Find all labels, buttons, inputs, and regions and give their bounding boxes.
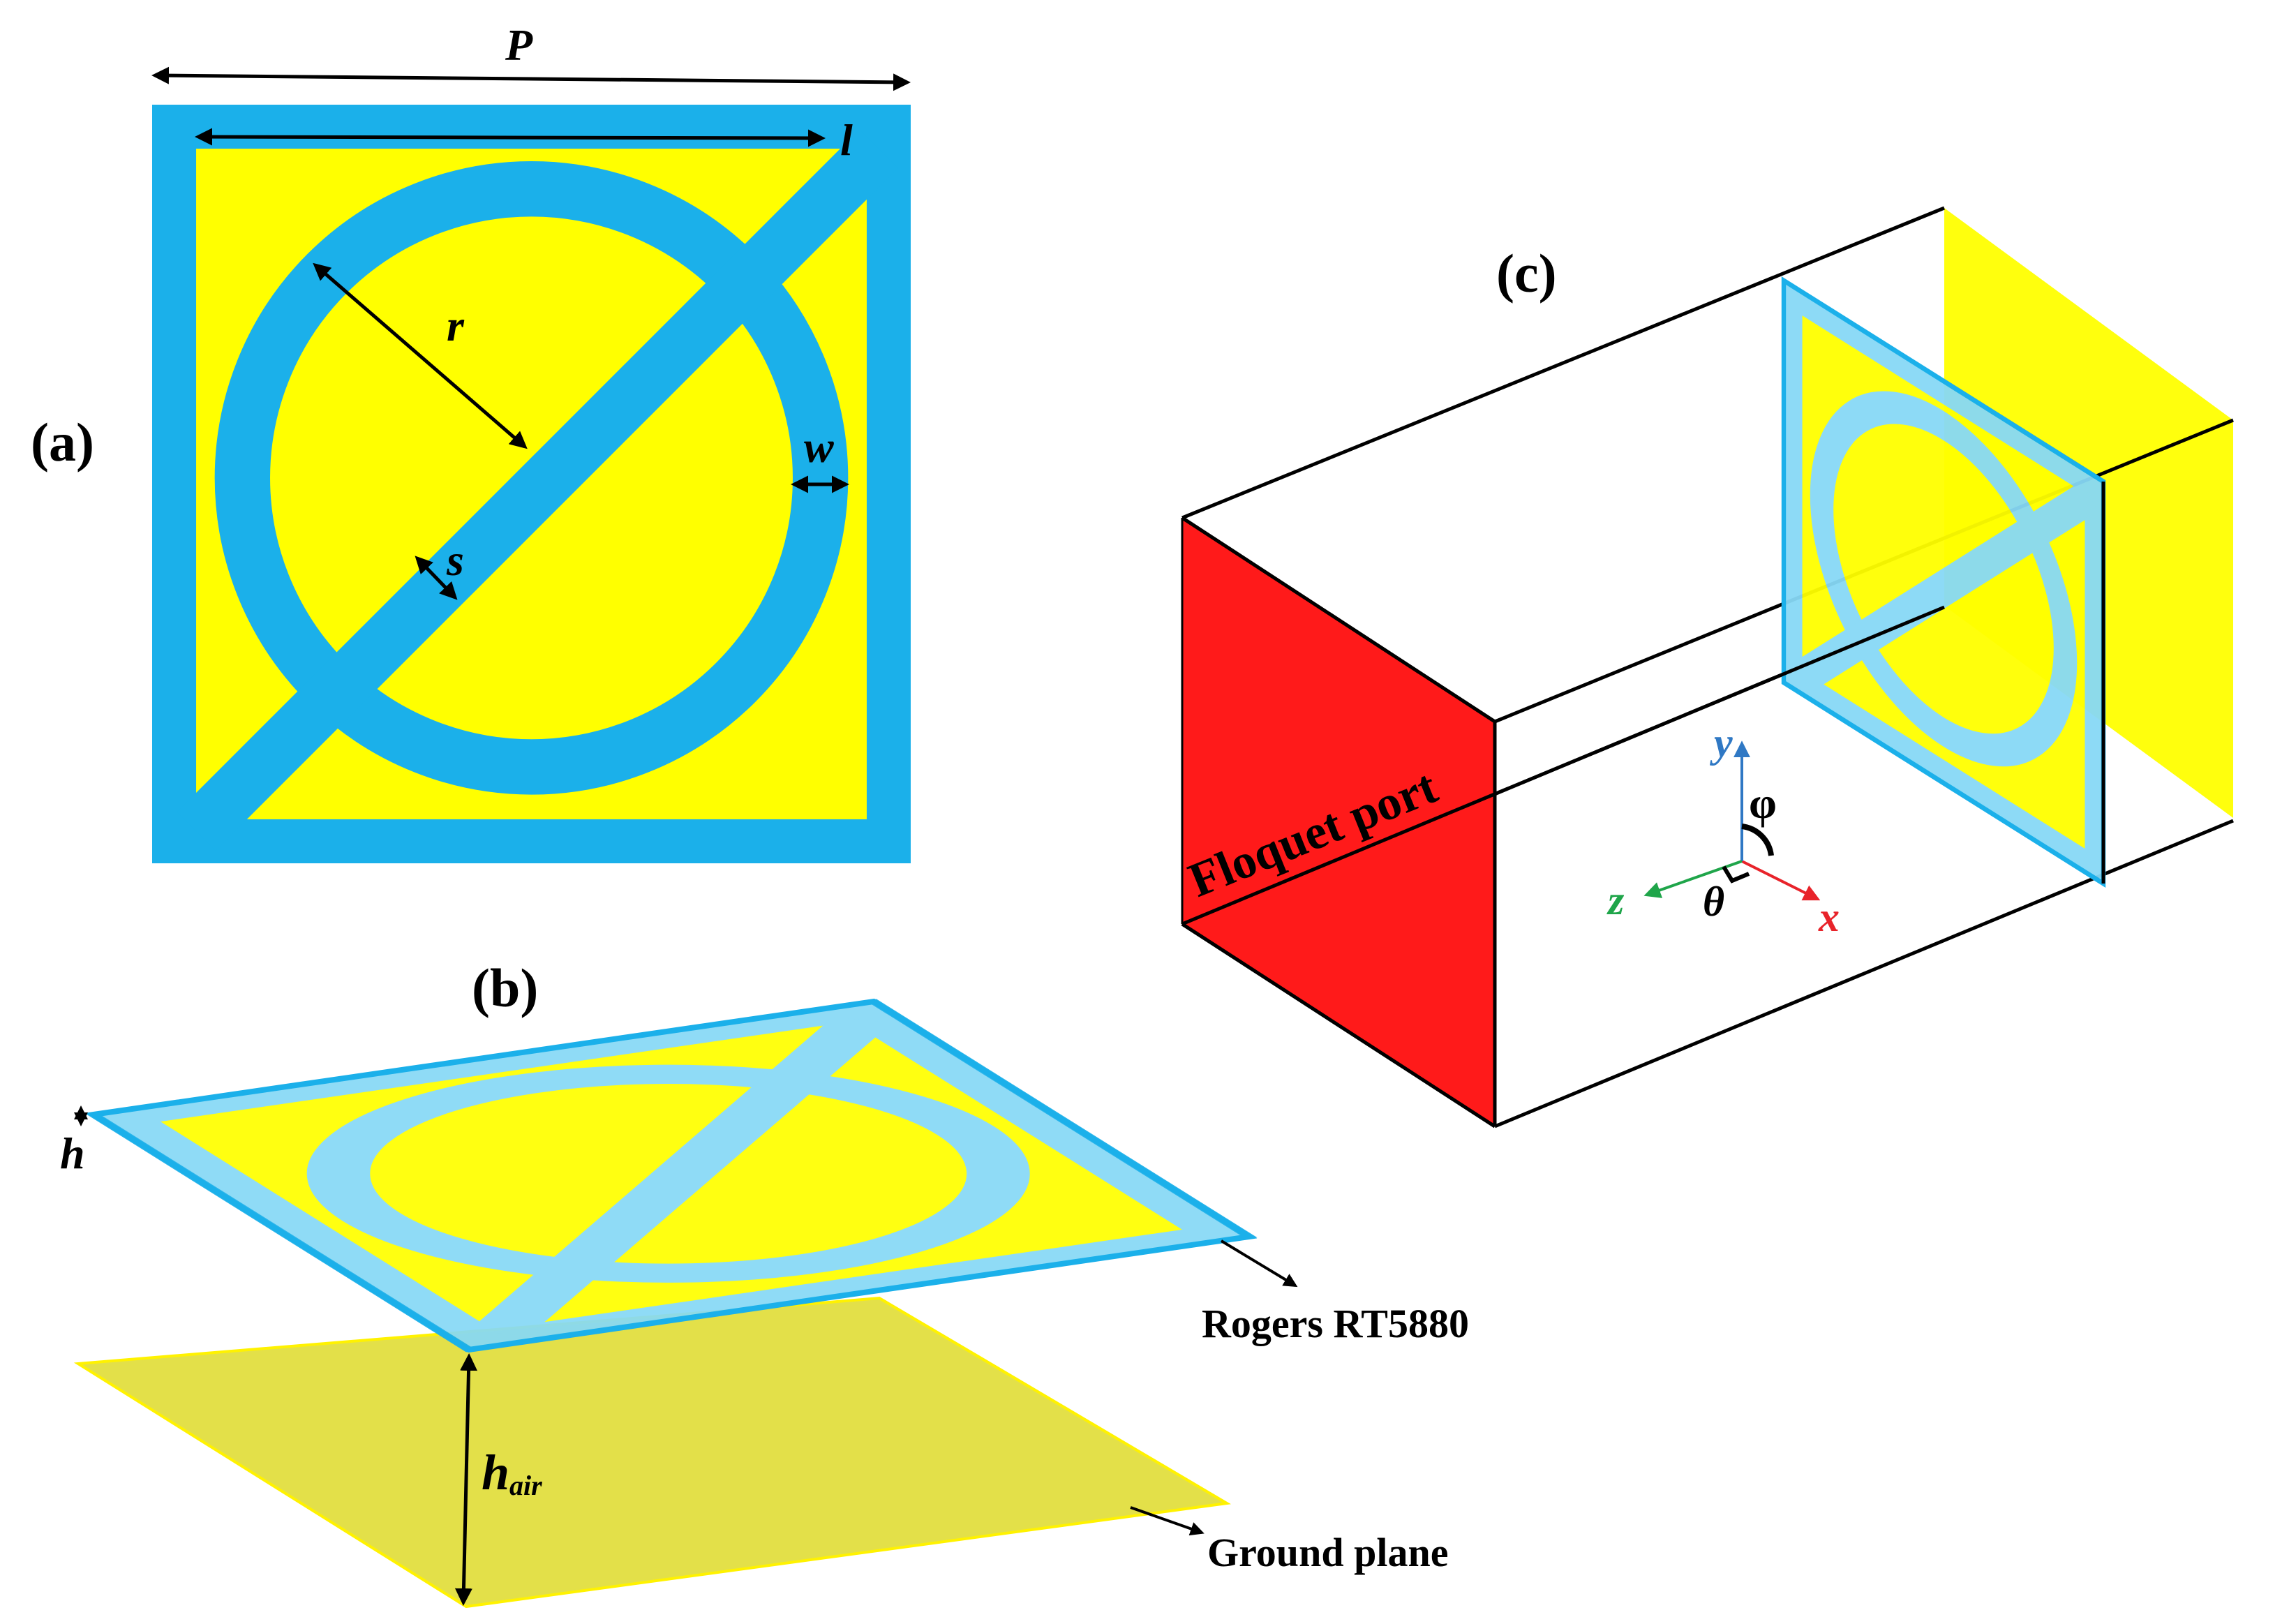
label-l: l: [840, 115, 853, 165]
axis-z-line: [1643, 860, 1743, 898]
substrate-edge: [85, 998, 1258, 1353]
panel-b-label: (b): [472, 958, 538, 1018]
panel-c-label: (c): [1496, 243, 1557, 304]
dimension-arrow-p: [151, 66, 911, 91]
panel-c: (c) Floquet port x: [1181, 206, 2234, 1128]
label-hair-sub: air: [509, 1470, 542, 1501]
dimension-arrow-s: [415, 556, 458, 600]
ground-annotation: Ground plane: [1207, 1530, 1448, 1575]
theta-label: θ: [1703, 879, 1724, 925]
floquet-port-bottom: [1181, 922, 1496, 1128]
ground-pointer: [1130, 1506, 1205, 1536]
dimension-arrow-hair: [454, 1353, 478, 1606]
axis-x-label: x: [1818, 894, 1840, 940]
panel-b: (b) h hair Rogers RT5880 Ground plane: [60, 958, 1469, 1609]
substrate-pointer: [1220, 1239, 1298, 1288]
label-s: s: [446, 535, 464, 585]
dimension-arrow-r: [313, 262, 528, 449]
floquet-port-top: [1181, 516, 1496, 724]
axis-y-label: y: [1710, 720, 1733, 766]
label-r: r: [447, 301, 465, 350]
phi-angle-arc: [1741, 824, 1774, 856]
coordinate-axes: x y z φ θ: [1606, 720, 1840, 940]
substrate-annotation: Rogers RT5880: [1202, 1301, 1469, 1346]
panel-a-label: (a): [31, 412, 94, 472]
phi-label: φ: [1749, 778, 1777, 828]
theta-right-angle: [1722, 865, 1750, 884]
axis-z-label: z: [1606, 877, 1625, 923]
ground-plane: [73, 1296, 1231, 1609]
label-hair: hair: [482, 1445, 542, 1501]
axis-x-line: [1741, 860, 1821, 901]
dimension-arrow-l: [195, 128, 826, 147]
label-h: h: [60, 1128, 85, 1178]
label-w: w: [804, 422, 834, 472]
label-p: P: [505, 20, 533, 70]
box-edge-through-port: [1181, 605, 1945, 926]
metasurface-perspective: [94, 1001, 1249, 1350]
panel-a: (a) P l r w s: [31, 20, 911, 863]
label-hair-base: h: [482, 1445, 509, 1500]
